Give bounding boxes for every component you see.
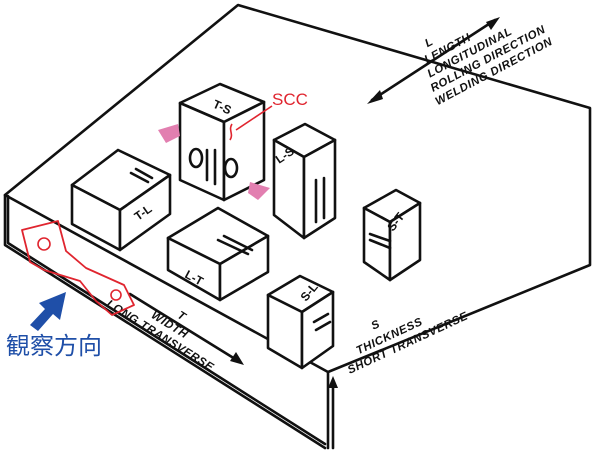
length-symbol: L — [423, 36, 435, 50]
specimen-s-t: S-T — [364, 190, 420, 280]
scc-label: SCC — [272, 90, 308, 109]
specimen-l-s: L-S — [273, 124, 335, 238]
observation-direction-label: 観察方向 — [6, 326, 102, 361]
specimen-s-l: S-L — [268, 276, 333, 368]
thickness-arrow — [328, 376, 338, 448]
